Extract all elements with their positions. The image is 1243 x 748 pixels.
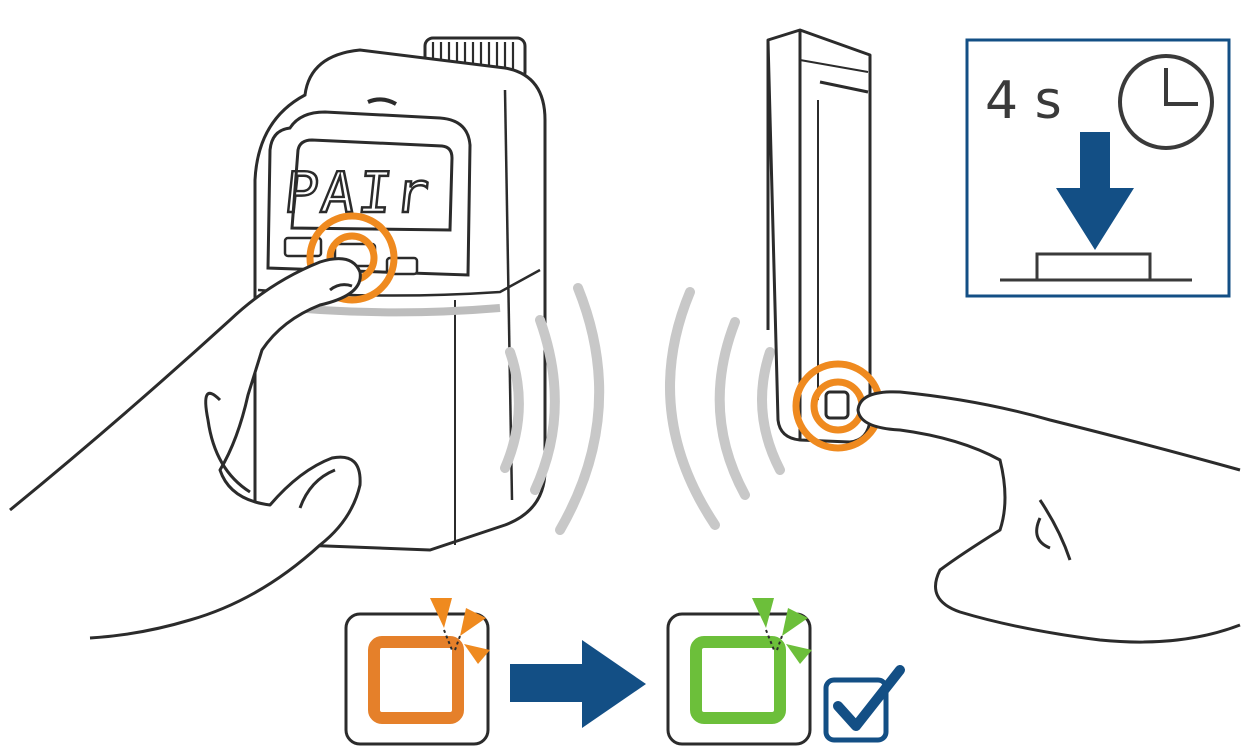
right-hand xyxy=(858,392,1240,642)
timer-inset: 4 s xyxy=(967,40,1229,296)
remote-pair-button[interactable] xyxy=(826,392,848,418)
right-arrow-icon xyxy=(510,640,646,728)
remote-device xyxy=(768,30,880,448)
led-before-icon xyxy=(346,598,490,744)
led-after-icon xyxy=(668,598,812,744)
checkbox-checked-icon xyxy=(826,670,900,740)
status-sequence xyxy=(346,598,900,744)
hold-duration-label: 4 s xyxy=(985,71,1062,131)
